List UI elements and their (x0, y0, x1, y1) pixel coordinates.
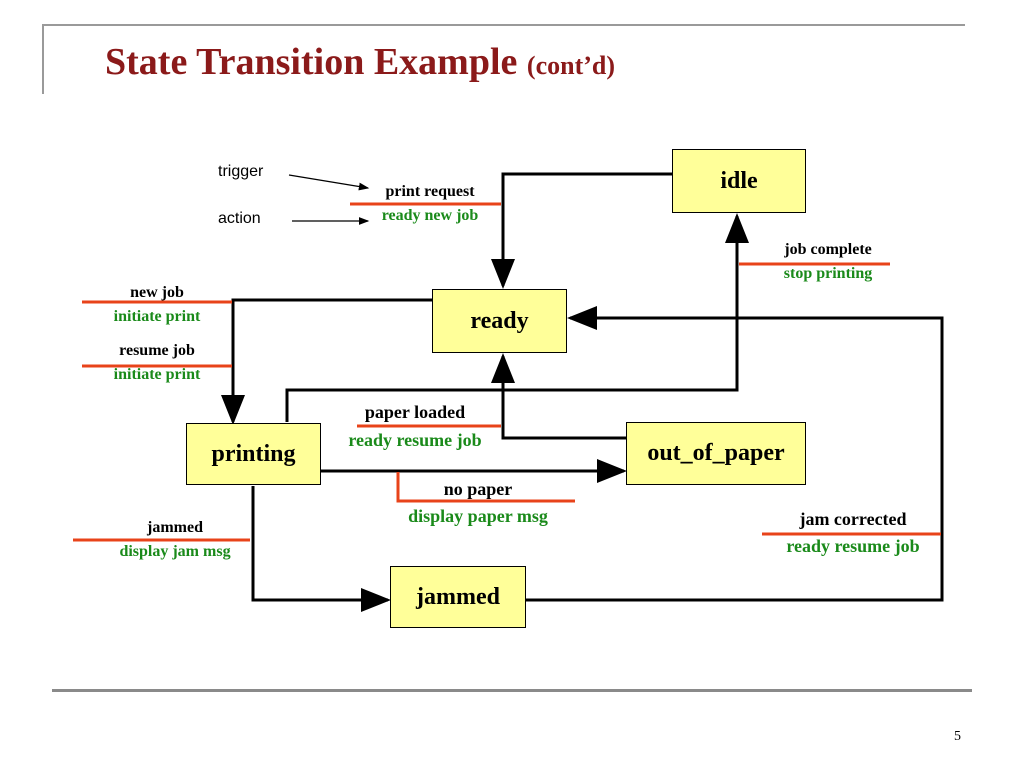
jam-corrected-action: ready resume job (786, 536, 920, 556)
state-idle-label: idle (720, 167, 758, 194)
jammed-action: display jam msg (119, 543, 231, 560)
state-printing-label: printing (211, 440, 296, 467)
state-printing: printing (186, 423, 321, 485)
edge-idle-ready (491, 172, 672, 289)
job-complete-action: stop printing (783, 265, 873, 282)
slide-frame-top (42, 24, 965, 26)
slide-frame-left (42, 24, 44, 94)
resume-job-trigger: resume job (119, 342, 195, 359)
underline-no-paper (396, 472, 575, 503)
title-main: State Transition Example (105, 41, 518, 83)
legend-trigger-arrow (288, 174, 370, 191)
state-idle: idle (672, 149, 806, 213)
state-jammed: jammed (390, 566, 526, 628)
paper-loaded-action: ready resume job (348, 430, 482, 450)
job-complete-trigger: job complete (784, 241, 872, 258)
legend-action-label: action (218, 210, 261, 227)
slide-title: State Transition Example (cont’d) (105, 40, 615, 84)
edge-outofpaper-ready (491, 353, 626, 440)
edge-jammed-ready (526, 306, 944, 602)
jam-corrected-trigger: jam corrected (799, 509, 907, 529)
new-job-trigger: new job (130, 284, 184, 301)
state-out-of-paper: out_of_paper (626, 422, 806, 485)
jammed-trigger: jammed (147, 519, 203, 536)
print-request-trigger: print request (385, 183, 475, 200)
state-out-of-paper-label: out_of_paper (647, 440, 785, 466)
no-paper-action: display paper msg (408, 506, 548, 526)
title-sub: (cont’d) (526, 51, 615, 80)
edge-printing-jammed (251, 486, 391, 612)
page-number: 5 (954, 729, 961, 744)
resume-job-action: initiate print (113, 366, 201, 383)
paper-loaded-trigger: paper loaded (364, 402, 466, 422)
edge-ready-printing (221, 298, 432, 425)
print-request-action: ready new job (381, 207, 479, 224)
no-paper-trigger: no paper (443, 479, 513, 499)
slide-frame-bottom (52, 689, 972, 692)
new-job-action: initiate print (113, 308, 201, 325)
edge-printing-idle (285, 213, 749, 422)
state-jammed-label: jammed (416, 583, 500, 610)
legend-trigger-label: trigger (218, 163, 264, 180)
state-ready-label: ready (470, 307, 529, 334)
state-ready: ready (432, 289, 567, 353)
